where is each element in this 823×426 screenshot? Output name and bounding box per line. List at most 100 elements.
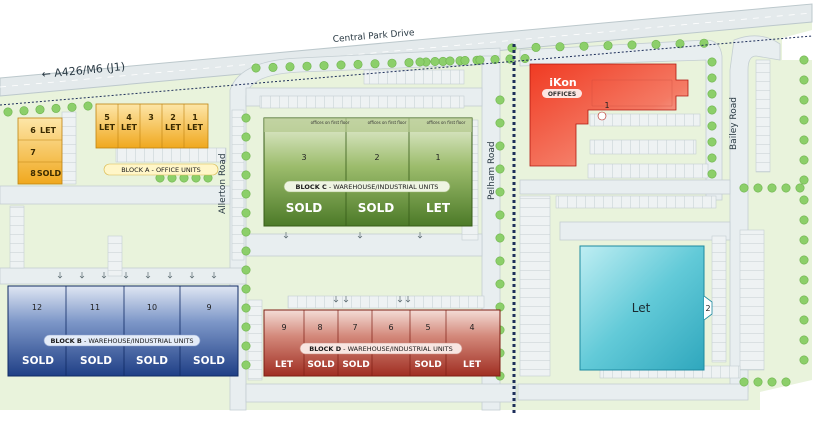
entrance-arrow: [145, 272, 151, 279]
entrance-arrow: [397, 296, 403, 303]
tree: [799, 115, 809, 125]
block-c-unit-3-status: SOLD: [286, 201, 322, 215]
block-b-unit-12-number: 12: [32, 303, 42, 312]
tree: [707, 169, 717, 179]
tree: [707, 73, 717, 83]
entrance-arrow: [283, 232, 289, 239]
block-a-caption-box: [103, 163, 219, 176]
tree: [241, 341, 251, 351]
tree: [241, 246, 251, 256]
tree: [387, 58, 397, 68]
block-c-unit-3-office-note: offices on first floor: [311, 120, 350, 125]
block-d-unit-8-number: 8: [317, 323, 322, 332]
block-d-unit-7-number: 7: [352, 323, 357, 332]
tree: [336, 60, 346, 70]
block-a-caption: BLOCK A - OFFICE UNITS: [121, 166, 201, 174]
block-b-unit-10-number: 10: [147, 303, 157, 312]
tree: [241, 170, 251, 180]
tree: [241, 322, 251, 332]
tree: [799, 355, 809, 365]
large-unit-status: Let: [632, 301, 651, 315]
tree: [241, 284, 251, 294]
tree: [799, 235, 809, 245]
block-c-unit-3-number: 3: [301, 153, 306, 162]
tree: [285, 62, 295, 72]
tree: [241, 151, 251, 161]
tree: [795, 183, 805, 193]
block-c-unit-1-office-note: offices on first floor: [427, 120, 466, 125]
entrance-arrow: [79, 272, 85, 279]
tree: [83, 101, 93, 111]
block-a-unit-3-number: 3: [148, 113, 154, 122]
entrance-arrow: [333, 296, 339, 303]
tree: [370, 59, 380, 69]
block-a-unit-4-number: 4: [126, 113, 132, 122]
tree: [799, 135, 809, 145]
entrance-arrow: [57, 272, 63, 279]
tree: [268, 62, 278, 72]
block-a-unit-1-number: 1: [192, 113, 198, 122]
tree: [495, 95, 505, 105]
block-d-unit-4-status: LET: [463, 360, 482, 370]
bailey-road-label: Bailey Road: [729, 97, 739, 150]
allerton-road-label: Allerton Road: [218, 153, 228, 214]
tree: [520, 53, 530, 63]
tree: [241, 208, 251, 218]
ikon-offices: iKon OFFICES 1: [529, 63, 689, 167]
block-a-unit-6-number: 6: [30, 126, 36, 135]
tree: [799, 295, 809, 305]
tree: [799, 175, 809, 185]
tree: [707, 153, 717, 163]
block-b-unit-12-status: SOLD: [22, 355, 54, 367]
entrance-arrow: [123, 272, 129, 279]
tree: [739, 377, 749, 387]
tree: [495, 118, 505, 128]
tree: [739, 183, 749, 193]
block-a: 5 LET 4 LET 3 2 LET 1 LET 6 LET 7 8 SOLD…: [17, 103, 219, 185]
block-d-unit-9-number: 9: [281, 323, 286, 332]
entrance-arrow: [101, 272, 107, 279]
entrance-arrow: [211, 272, 217, 279]
tree: [707, 105, 717, 115]
tree: [799, 95, 809, 105]
entrance-arrow: [357, 232, 363, 239]
tree: [579, 41, 589, 51]
tree: [241, 132, 251, 142]
block-c-caption: BLOCK C - WAREHOUSE/INDUSTRIAL UNITS: [296, 183, 439, 191]
tree: [3, 107, 13, 117]
tree: [799, 335, 809, 345]
car-parks: [9, 59, 771, 381]
tree: [555, 42, 565, 52]
tree: [415, 57, 425, 67]
large-unit-number: 2: [705, 304, 710, 313]
tree: [353, 59, 363, 69]
tree: [627, 40, 637, 50]
block-d-unit-8-status: SOLD: [307, 360, 334, 370]
tree: [675, 39, 685, 49]
block-c-unit-2-office-note: offices on first floor: [368, 120, 407, 125]
tree: [767, 377, 777, 387]
large-unit-2: Let 2: [579, 245, 713, 371]
tree: [495, 164, 505, 174]
tree: [495, 141, 505, 151]
tree: [445, 56, 455, 66]
tree: [241, 360, 251, 370]
block-d-unit-5-number: 5: [425, 323, 430, 332]
tree: [799, 155, 809, 165]
tree: [495, 233, 505, 243]
block-b-unit-11-status: SOLD: [80, 355, 112, 367]
ikon-name: iKon: [549, 76, 577, 89]
tree: [781, 377, 791, 387]
tree: [799, 55, 809, 65]
tree: [241, 265, 251, 275]
tree: [767, 183, 777, 193]
block-a-unit-6-status: LET: [40, 126, 57, 135]
tree: [707, 89, 717, 99]
tree: [495, 256, 505, 266]
tree: [707, 137, 717, 147]
block-b-caption: BLOCK B - WAREHOUSE/INDUSTRIAL UNITS: [50, 337, 193, 345]
tree: [475, 55, 485, 65]
tree: [799, 75, 809, 85]
block-d-unit-9-status: LET: [275, 360, 294, 370]
tree: [495, 279, 505, 289]
